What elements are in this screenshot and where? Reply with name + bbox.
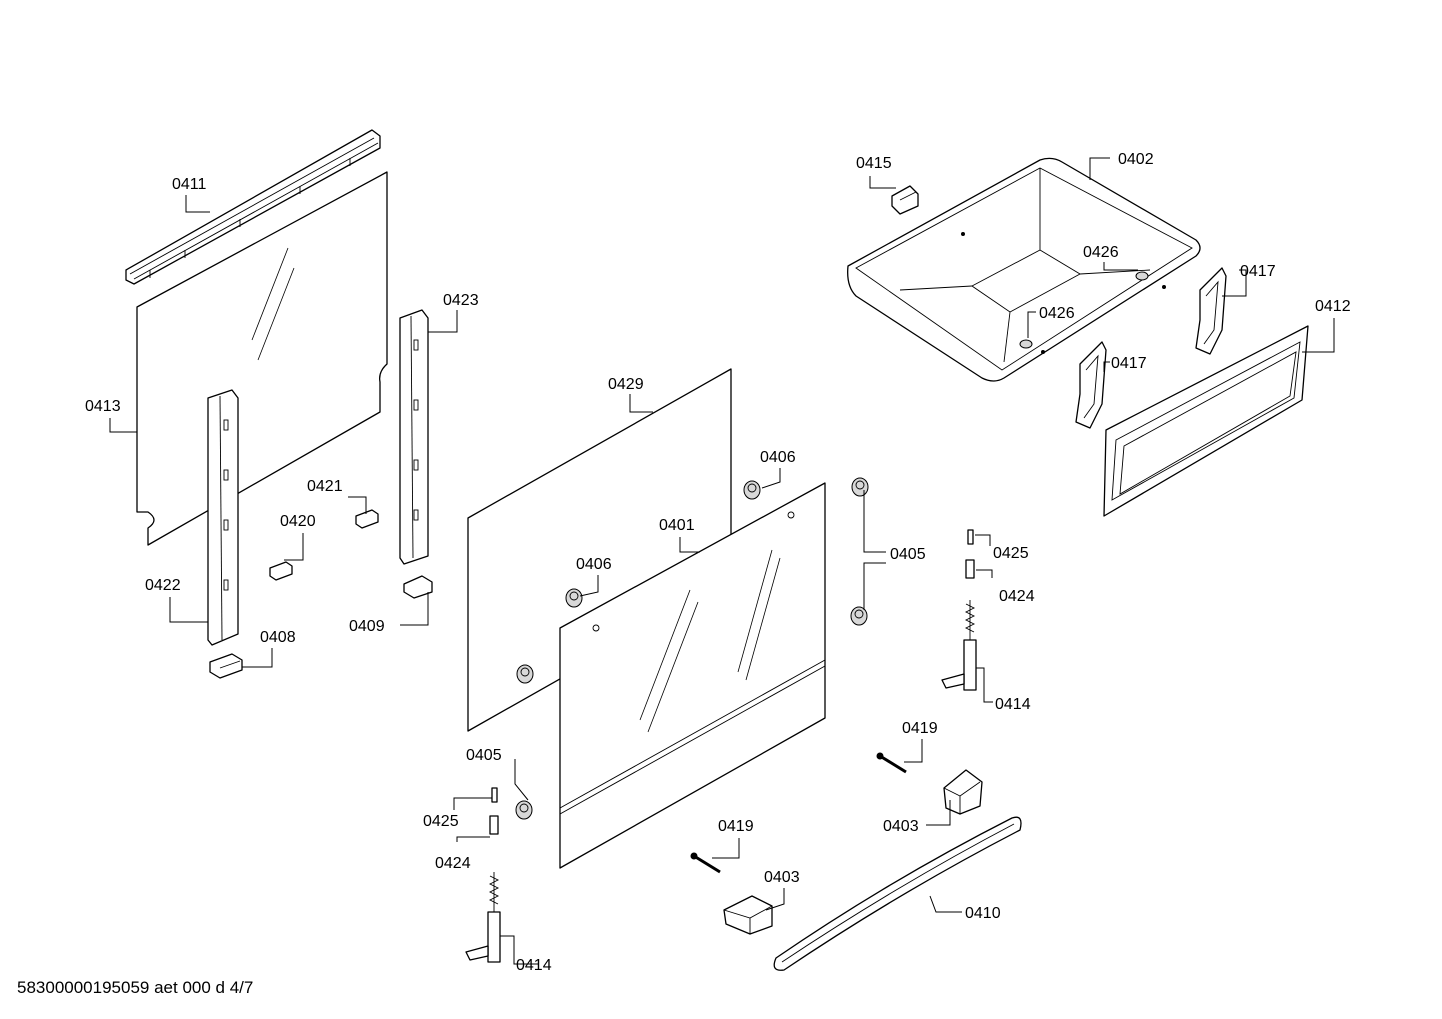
label-0425-left: 0425 (423, 813, 459, 830)
label-0415: 0415 (856, 155, 892, 172)
label-0417-left: 0417 (1111, 355, 1147, 372)
label-0405-right: 0405 (890, 546, 926, 563)
part-0422-left-rail (207, 389, 239, 646)
label-0425-right: 0425 (993, 545, 1029, 562)
bumper-0405a (516, 664, 534, 684)
hinge-0414-left (465, 872, 501, 963)
handle-mount-0403-right (943, 769, 983, 815)
label-0406-lower: 0406 (576, 556, 612, 573)
label-0408: 0408 (260, 629, 296, 646)
part-0423-right-rail (399, 309, 429, 565)
part-0417-runner-left (1075, 341, 1107, 429)
label-0410: 0410 (965, 905, 1001, 922)
label-0421: 0421 (307, 478, 343, 495)
label-0401: 0401 (659, 517, 695, 534)
label-0426-lower: 0426 (1039, 305, 1075, 322)
bumper-0405d (850, 606, 868, 626)
part-0402-tray (847, 157, 1201, 382)
label-0402: 0402 (1118, 151, 1154, 168)
screw-0419-right (876, 752, 907, 774)
label-0412: 0412 (1315, 298, 1351, 315)
label-0403-right: 0403 (883, 818, 919, 835)
leader-lines (109, 157, 1335, 965)
label-0419-left: 0419 (718, 818, 754, 835)
pin-0425-right (967, 529, 974, 545)
pin-0424-left (489, 815, 499, 835)
label-0429: 0429 (608, 376, 644, 393)
pin-0425-left (491, 787, 498, 803)
label-0403-left: 0403 (764, 869, 800, 886)
bumper-0406a (565, 588, 583, 608)
label-0414-left: 0414 (516, 957, 552, 974)
part-0412-drawer-frame (1103, 325, 1309, 517)
label-0405-left: 0405 (466, 747, 502, 764)
part-0411-top-trim (125, 129, 381, 285)
label-0424-left: 0424 (435, 855, 471, 872)
screw-0419-left (690, 852, 721, 874)
part-0413-rear-glass (136, 171, 388, 546)
part-0415-clip (891, 185, 919, 215)
label-0426-upper: 0426 (1083, 244, 1119, 261)
label-0420: 0420 (280, 513, 316, 530)
pin-0424-right (965, 559, 975, 579)
label-0423: 0423 (443, 292, 479, 309)
part-0421-clip (355, 509, 379, 529)
part-labels: 0411 0413 0422 0408 0423 0421 0420 0409 … (85, 151, 1351, 974)
label-0424-right: 0424 (999, 588, 1035, 605)
handle-mount-0403-left (723, 895, 773, 935)
label-0414-right: 0414 (995, 696, 1031, 713)
part-0401-door-front (559, 482, 826, 869)
label-0406-upper: 0406 (760, 449, 796, 466)
label-0413: 0413 (85, 398, 121, 415)
bumper-0406b (743, 480, 761, 500)
part-0420-clip (269, 561, 293, 581)
hinge-0414-right (941, 600, 977, 691)
diagram-reference-code: 58300000195059 aet 000 d 4/7 (17, 978, 254, 997)
part-0408-hinge-block (209, 653, 243, 679)
label-0422: 0422 (145, 577, 181, 594)
part-0417-runner-right (1195, 267, 1227, 355)
label-0411: 0411 (172, 176, 207, 193)
label-0417-right: 0417 (1240, 263, 1276, 280)
bumper-0405b (515, 800, 533, 820)
label-0419-right: 0419 (902, 720, 938, 737)
bumper-0405c (851, 477, 869, 497)
part-0409-bracket (403, 575, 433, 599)
label-0409: 0409 (349, 618, 385, 635)
part-0410-handle-bar (773, 816, 1022, 971)
